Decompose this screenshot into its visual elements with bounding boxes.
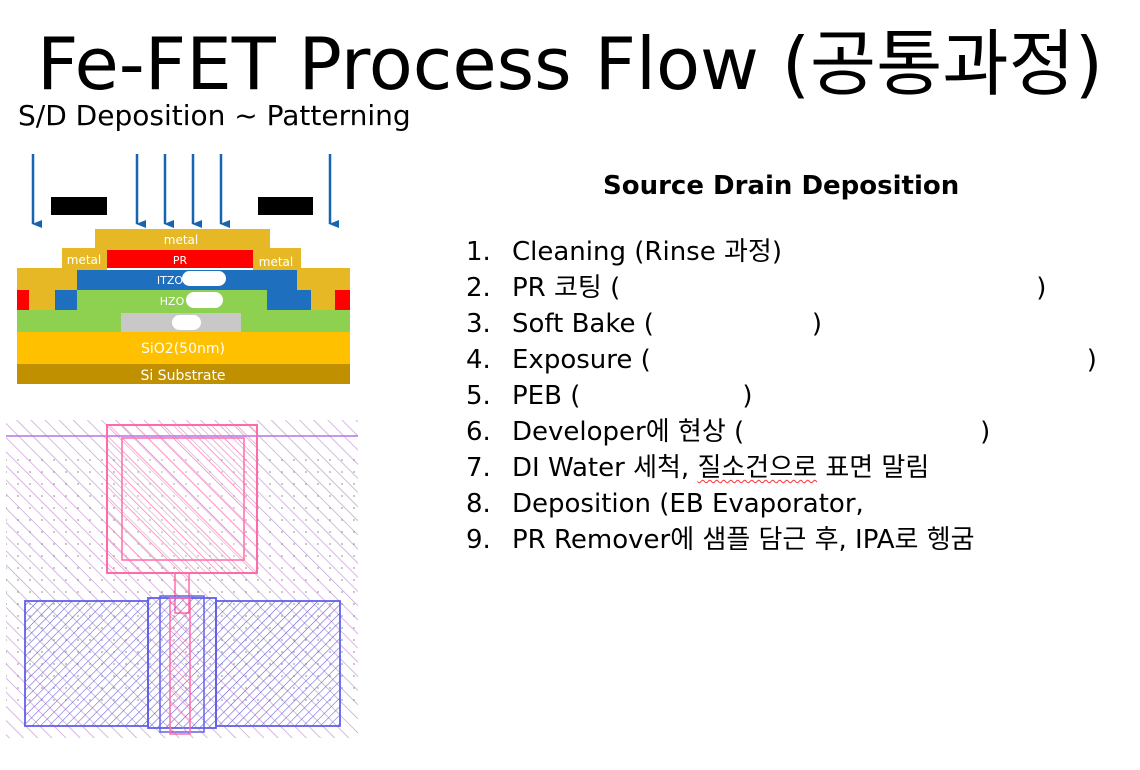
step-text: Deposition (EB Evaporator, [512,489,864,519]
step-number: 5. [466,381,491,411]
sio2-layer [17,332,350,364]
metal-step-left [40,290,55,310]
process-heading: Source Drain Deposition [603,171,960,201]
mask-right [258,197,313,215]
slide-subtitle: S/D Deposition ~ Patterning [18,99,411,132]
metal-step-right [311,290,327,310]
step-text-pre: DI Water 세척, [512,453,698,483]
hzo-blob [186,292,223,308]
step-number: 4. [466,345,491,375]
step-close: ) [1036,273,1047,303]
layout-top-pad-hatch [122,438,244,560]
step-number: 8. [466,489,491,519]
label-itzo: ITZO [157,274,183,287]
slide-title: Fe-FET Process Flow (공통과정) [37,22,1103,106]
step-text: Exposure ( [512,345,651,375]
metal-right-step [297,268,327,290]
step-text: Soft Bake ( [512,309,654,339]
exposure-arrows [31,154,339,228]
label-pr: PR [173,254,188,267]
step-close: ) [1086,345,1097,375]
gate-blob [172,315,201,330]
label-hzo: HZO [160,295,185,308]
step-5: 5. PEB () [466,378,1097,414]
label-metal-left: metal [67,253,101,267]
label-substrate: Si Substrate [140,368,225,384]
mask-left [51,197,107,215]
step-number: 2. [466,273,491,303]
step-close: ) [742,381,753,411]
step-text-underlined: 질소건으로 [697,453,818,483]
step-text: Developer에 현상 ( [512,417,745,447]
label-sio2: SiO2(50nm) [141,341,225,357]
step-number: 7. [466,453,491,483]
step-4: 4. Exposure () [466,342,1097,378]
step-text: PEB ( [512,381,581,411]
step-3: 3. Soft Bake () [466,306,1097,342]
step-1: 1. Cleaning (Rinse 과정) [466,234,1097,270]
label-metal-top: metal [164,233,198,247]
step-close: ) [811,309,823,339]
step-number: 6. [466,417,491,447]
step-number: 1. [466,237,491,267]
step-8: 8. Deposition (EB Evaporator, [466,486,1097,522]
step-close: ) [980,417,991,447]
pr-side-right [335,290,350,310]
step-9: 9. PR Remover에 샘플 담근 후, IPA로 헹굼 [466,522,1097,558]
step-text: PR Remover에 샘플 담근 후, IPA로 헹굼 [512,525,975,555]
step-number: 9. [466,525,491,555]
label-metal-right: metal [259,255,293,269]
layout-gate-line [169,597,191,735]
metal-left-pad [62,248,107,270]
pr-side-left [17,290,29,310]
step-text: PR 코팅 ( [512,273,621,303]
mask-layout-drawing [6,420,358,738]
metal-top-layer [95,229,270,251]
step-2: 2. PR 코팅 () [466,270,1097,306]
layout-drain-pad [215,600,341,727]
step-text-post: 표면 말림 [817,453,930,483]
layout-source-pad [24,600,149,727]
metal-left-step [40,268,77,290]
process-steps-list: 1. Cleaning (Rinse 과정) 2. PR 코팅 () 3. Soft … [466,234,1097,558]
step-number: 3. [466,309,491,339]
metal-right-pad [253,248,301,270]
pr-layer [107,250,253,268]
step-6: 6. Developer에 현상 () [466,414,1097,450]
cross-section-diagram: metal metal metal PR ITZO HZO SiO2(50nm)… [17,154,350,384]
step-7: 7. DI Water 세척, 질소건으로 표면 말림 [466,450,1097,486]
itzo-blob [182,271,226,286]
si-substrate-layer [17,364,350,384]
step-text: Cleaning (Rinse 과정) [512,237,782,267]
